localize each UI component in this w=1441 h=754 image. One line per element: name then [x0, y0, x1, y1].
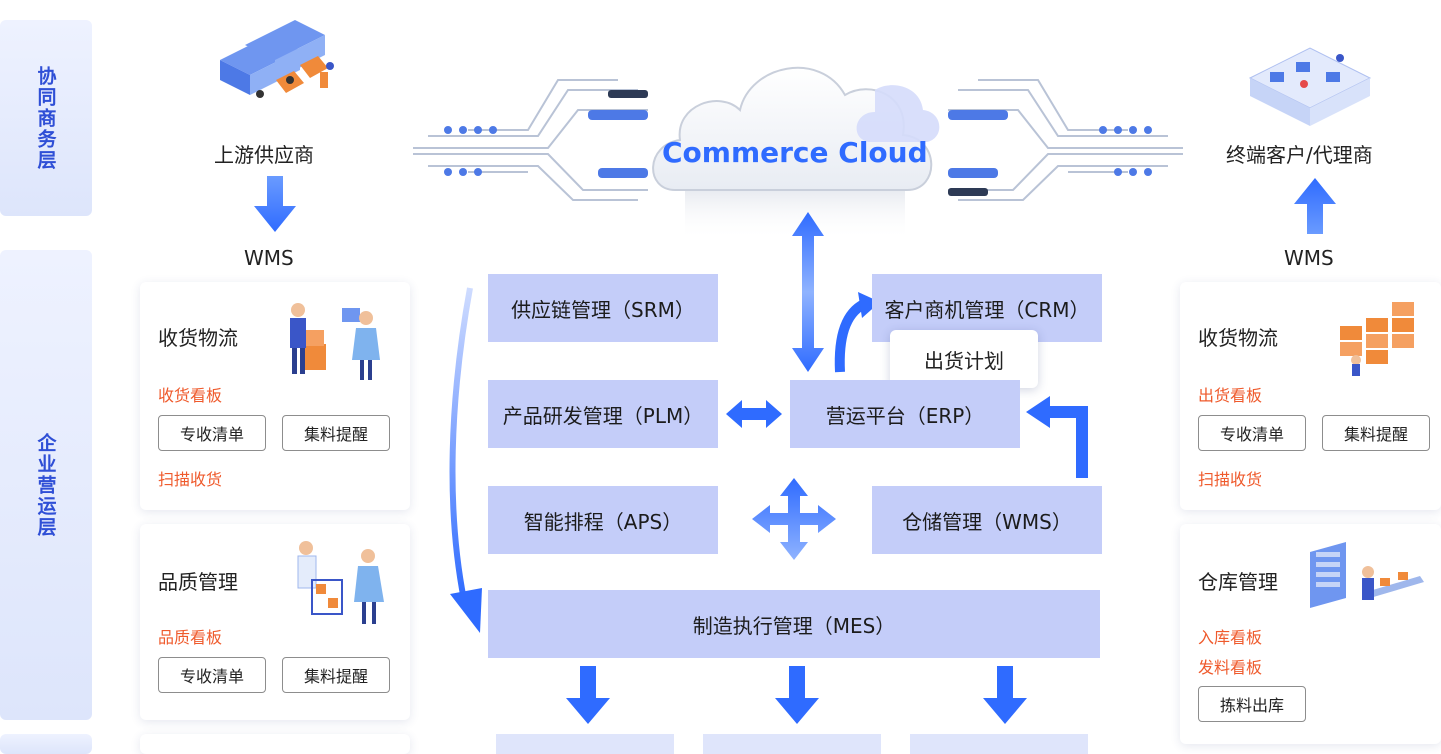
- left-card-quality-tag-1[interactable]: 专收清单: [158, 657, 266, 693]
- arrow-up-icon: [1294, 178, 1336, 234]
- module-erp[interactable]: 营运平台（ERP）: [790, 380, 1020, 448]
- right-card-warehouse: 仓库管理 入库看板 发料看板 拣料出库: [1180, 524, 1441, 744]
- left-card-receiving-title: 收货物流: [158, 326, 238, 350]
- module-wms[interactable]: 仓储管理（WMS）: [872, 486, 1102, 554]
- double-arrow-vertical-icon: [792, 212, 824, 372]
- left-card-quality-tag-2[interactable]: 集料提醒: [282, 657, 390, 693]
- supplier-label: 上游供应商: [214, 143, 314, 167]
- layer-enterprise: 企业营运层: [0, 250, 92, 720]
- right-card-warehouse-out-board: 发料看板: [1198, 658, 1263, 677]
- circuit-traces: [413, 79, 1183, 201]
- left-card-quality-board: 品质看板: [158, 628, 223, 647]
- layer-collab: 协同商务层: [0, 20, 92, 216]
- right-card-shipping-scan: 扫描收货: [1198, 470, 1263, 489]
- left-card-quality: 品质管理 品质看板 专收清单 集料提醒: [140, 524, 410, 720]
- four-way-arrow-icon: [752, 478, 836, 560]
- left-card-receiving: 收货物流 收货看板 专收清单 集料提醒 扫描收货: [140, 282, 410, 510]
- delivery-workers-icon: [290, 303, 380, 380]
- customer-label: 终端客户/代理商: [1226, 143, 1373, 167]
- left-card-receiving-scan: 扫描收货: [158, 470, 223, 489]
- module-aps[interactable]: 智能排程（APS）: [488, 486, 718, 554]
- bottom-box-3: [910, 734, 1088, 754]
- right-card-shipping-board: 出货看板: [1198, 386, 1263, 405]
- arrow-down-icon-mes-1: [566, 666, 610, 724]
- cloud-label: Commerce Cloud: [662, 136, 928, 169]
- left-card-bottom: [140, 734, 410, 754]
- boxes-stack-icon: [1340, 302, 1414, 376]
- right-card-warehouse-title: 仓库管理: [1198, 570, 1278, 594]
- shipping-plan-tag[interactable]: 出货计划: [890, 330, 1038, 388]
- left-card-receiving-board: 收货看板: [158, 386, 223, 405]
- arrow-down-icon-mes-2: [775, 666, 819, 724]
- double-arrow-horizontal-icon: [726, 400, 782, 428]
- bottom-box-2: [703, 734, 881, 754]
- elbow-arrow-icon: [1026, 396, 1088, 478]
- left-card-receiving-tag-1[interactable]: 专收清单: [158, 415, 266, 451]
- right-wms-label: WMS: [1284, 246, 1334, 270]
- cloud-shape: [652, 66, 940, 240]
- right-card-shipping-title: 收货物流: [1198, 326, 1278, 350]
- left-card-receiving-tag-2[interactable]: 集料提醒: [282, 415, 390, 451]
- layer-collab-label: 协同商务层: [34, 65, 57, 171]
- left-card-quality-title: 品质管理: [158, 570, 238, 594]
- left-wms-label: WMS: [244, 246, 294, 270]
- truck-fleet-icon: [220, 20, 334, 98]
- right-card-shipping: 收货物流 出货看板 专收清单 集料提醒 扫描收货: [1180, 282, 1441, 510]
- office-building-icon: [1248, 47, 1372, 126]
- right-card-warehouse-tag-1[interactable]: 拣料出库: [1198, 686, 1306, 722]
- bottom-box-1: [496, 734, 674, 754]
- quality-workers-icon: [297, 541, 384, 624]
- right-card-warehouse-in-board: 入库看板: [1198, 628, 1263, 647]
- layer-bottom: [0, 734, 92, 754]
- right-card-shipping-tag-2[interactable]: 集料提醒: [1322, 415, 1430, 451]
- warehouse-shelf-icon: [1310, 542, 1424, 608]
- arrow-down-icon: [254, 176, 296, 232]
- layer-enterprise-label: 企业营运层: [34, 432, 57, 538]
- curved-arrow-icon: [834, 292, 880, 373]
- module-mes[interactable]: 制造执行管理（MES）: [488, 590, 1100, 658]
- module-plm[interactable]: 产品研发管理（PLM）: [488, 380, 718, 448]
- arrow-down-icon-mes-3: [983, 666, 1027, 724]
- long-curved-arrow-icon: [449, 287, 482, 633]
- right-card-shipping-tag-1[interactable]: 专收清单: [1198, 415, 1306, 451]
- module-srm[interactable]: 供应链管理（SRM）: [488, 274, 718, 342]
